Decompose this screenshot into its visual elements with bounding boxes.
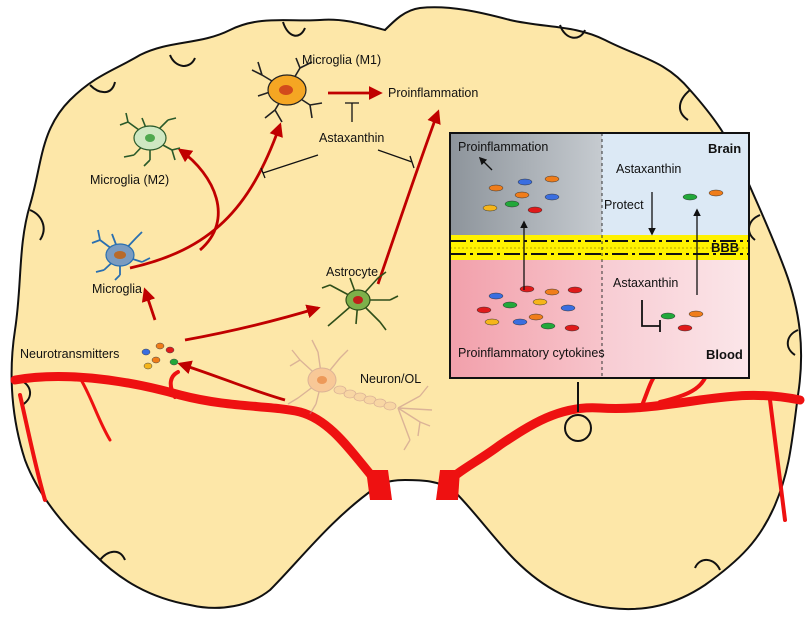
inhibition-lines xyxy=(260,102,415,179)
label-microglia-m1: Microglia (M1) xyxy=(302,53,381,67)
label-astrocyte: Astrocyte xyxy=(326,265,378,279)
pathway-arrows xyxy=(129,86,441,402)
inset-inhibit-bracket xyxy=(641,300,661,332)
label-proinflammation: Proinflammation xyxy=(388,86,478,100)
microglia-m2-cell xyxy=(119,112,181,167)
label-neurotransmitters: Neurotransmitters xyxy=(20,347,119,361)
neuron-ol-cell xyxy=(287,339,433,451)
label-microglia: Microglia xyxy=(92,282,142,296)
inset-label-cytokines: Proinflammatory cytokines xyxy=(458,346,605,360)
vessel-trunk-left xyxy=(366,470,392,500)
arrow-microglia-m1 xyxy=(129,122,283,270)
inset-label-protect: Protect xyxy=(604,198,644,212)
neurotransmitter-dots xyxy=(141,342,179,370)
arrow-astrocyte-proinflammation xyxy=(376,109,441,285)
arrow-neurotransmitters-astrocyte xyxy=(184,304,321,342)
label-astaxanthin: Astaxanthin xyxy=(319,131,384,145)
microglia-m1-cell xyxy=(251,57,323,123)
inset-label-astaxanthin-top: Astaxanthin xyxy=(616,162,681,176)
inset-arrow-proinflammation xyxy=(478,156,493,171)
blood-vessels xyxy=(10,370,805,522)
label-neuron-ol: Neuron/OL xyxy=(360,372,421,386)
inset-focus-circle xyxy=(564,414,592,442)
arrow-microglia-m2 xyxy=(177,148,220,252)
inset-panel xyxy=(449,132,750,379)
vessel-trunk-right xyxy=(436,470,460,500)
arrow-neurotransmitters-microglia xyxy=(141,287,157,321)
label-microglia-m2: Microglia (M2) xyxy=(90,173,169,187)
microglia-cell xyxy=(91,229,151,281)
inset-label-proinflammation: Proinflammation xyxy=(458,140,548,154)
inset-label-brain: Brain xyxy=(708,141,741,156)
inset-label-astaxanthin-bottom: Astaxanthin xyxy=(613,276,678,290)
inset-label-bbb: BBB xyxy=(711,240,739,255)
inset-particles-top xyxy=(482,175,724,214)
inset-label-blood: Blood xyxy=(706,347,743,362)
arrow-neuron-neurotransmitters xyxy=(177,360,286,402)
astrocyte-cell xyxy=(321,271,399,331)
